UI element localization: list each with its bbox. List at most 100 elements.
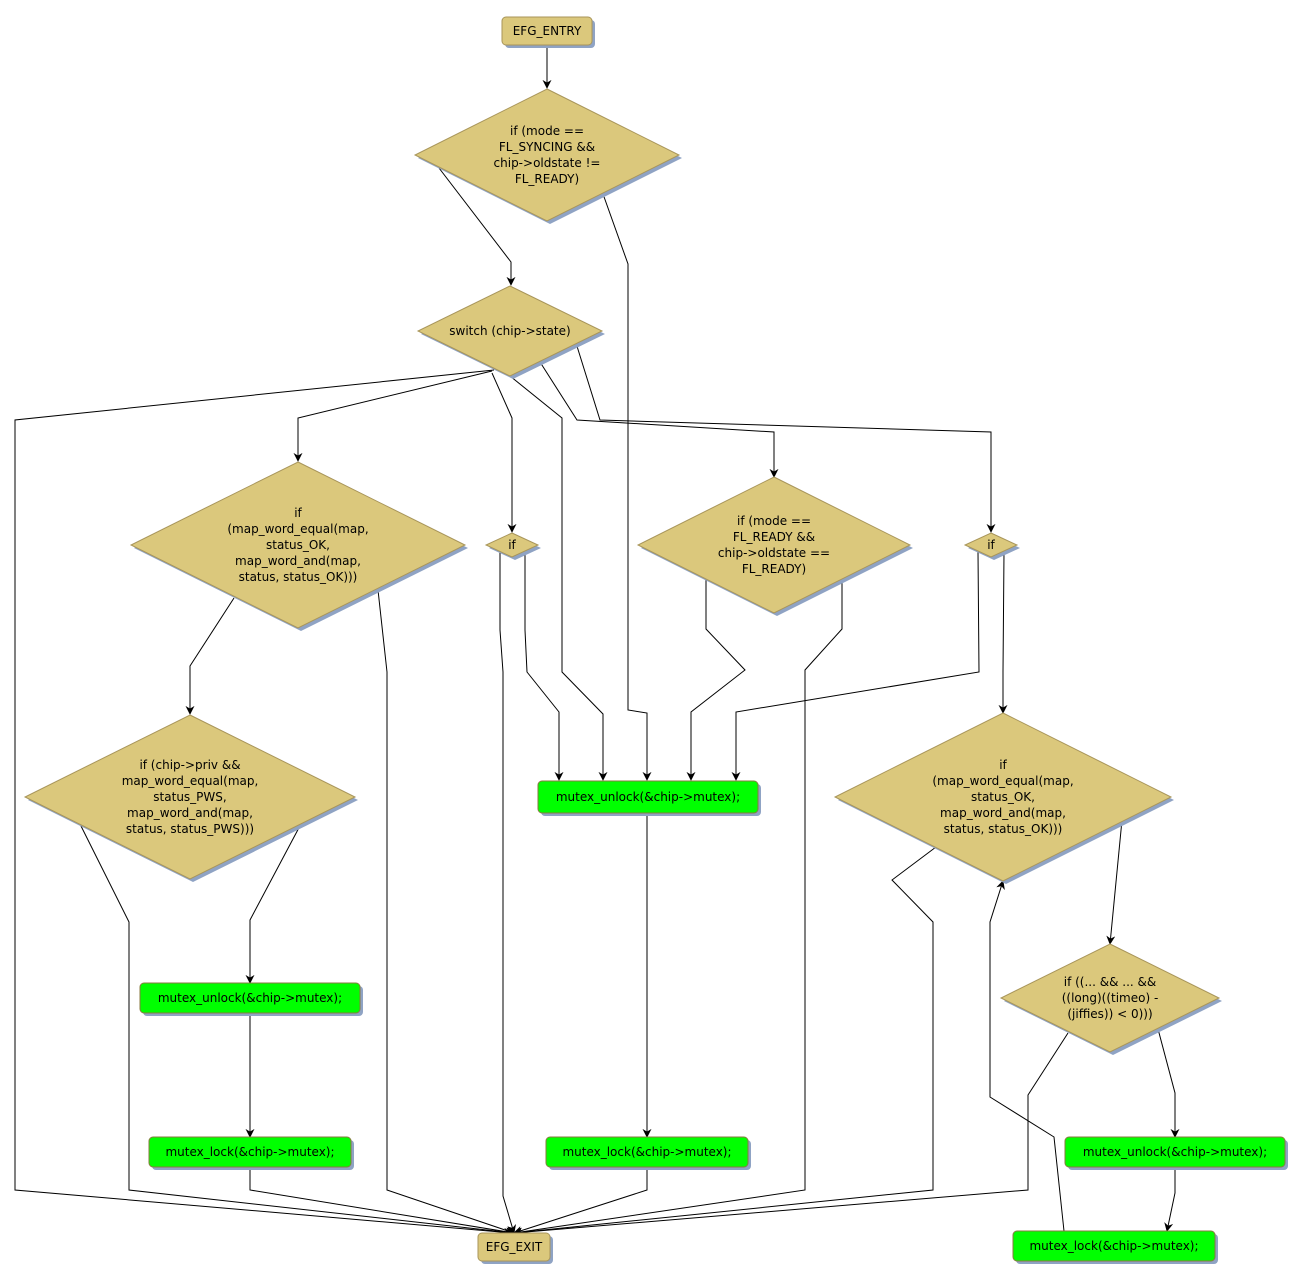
edge-if_ready-to-exit (513, 580, 843, 1237)
action-box[interactable] (1064, 1136, 1286, 1168)
node-label-line: status_OK, (971, 790, 1035, 804)
edge-if_status_ok_right-to-if_timeout (1106, 819, 1123, 945)
edge-lock_center-to-exit (513, 1167, 648, 1235)
decision-diamond[interactable] (129, 461, 467, 629)
edge-if_ready-to-unlock_center (686, 580, 746, 781)
decision-diamond[interactable] (963, 532, 1019, 558)
node-label-line: (map_word_equal(map, (932, 774, 1073, 788)
node-label-line: FL_READY && (733, 530, 815, 544)
node-label-line: map_word_equal(map, (122, 774, 259, 788)
edge-if_pws-to-exit (78, 821, 515, 1237)
node-lock-right[interactable]: mutex_lock(&chip->mutex); (1012, 1230, 1218, 1264)
node-label-line: FL_READY) (515, 172, 579, 186)
edge-if_syncing-to-unlock_center (602, 193, 652, 781)
node-unlock-center[interactable]: mutex_unlock(&chip->mutex); (537, 780, 761, 816)
node-if-pws[interactable]: if (chip->priv && map_word_equal(map,stat… (23, 714, 358, 882)
node-label-line: chip->oldstate == (718, 546, 830, 560)
node-if-small-left[interactable]: if (484, 532, 541, 560)
edge-lock_right-to-if_status_ok_right (989, 880, 1065, 1232)
edge-switch_state-to-exit (14, 369, 513, 1237)
edge-if_small_left-to-unlock_center (524, 552, 564, 781)
node-label-line: status_PWS, (153, 790, 226, 804)
node-label-line: if (987, 538, 995, 552)
node-label-line: if (294, 506, 302, 520)
node-if-syncing[interactable]: if (mode == FL_SYNCING && chip->oldstate !… (413, 88, 682, 224)
action-box[interactable] (1012, 1230, 1216, 1262)
node-label-line: if (999, 758, 1007, 772)
node-if-status-ok-left[interactable]: if (map_word_equal(map, status_OK, map_word… (129, 461, 468, 631)
node-label-line: if ((... && ... && (1064, 975, 1157, 989)
decision-diamond[interactable] (636, 476, 912, 614)
edge-if_status_ok_left-to-exit (377, 589, 515, 1235)
node-label-line: status, status_OK))) (239, 570, 358, 584)
node-unlock-left[interactable]: mutex_unlock(&chip->mutex); (139, 982, 363, 1016)
edge-unlock_right-to-lock_right (1164, 1167, 1176, 1232)
node-label-line: mutex_lock(&chip->mutex); (1029, 1239, 1198, 1253)
edge-if_pws-to-unlock_left (245, 821, 303, 984)
edge-switch_state-to-if_small_left (491, 372, 517, 533)
node-label-line: if (chip->priv && (139, 758, 240, 772)
edge-if_status_ok_left-to-if_pws (185, 597, 235, 715)
node-label-line: EFG_EXIT (486, 1240, 543, 1254)
node-lock-left[interactable]: mutex_lock(&chip->mutex); (148, 1136, 354, 1170)
edge-switch_state-to-unlock_center (509, 375, 608, 781)
edge-if_small_right-to-if_status_ok_right (998, 551, 1008, 714)
edge-switch_state-to-if_small_right (575, 342, 996, 533)
node-label-line: map_word_and(map, (940, 806, 1066, 820)
node-label-line: EFG_ENTRY (513, 24, 582, 38)
node-label-line: (jiffies)) < 0))) (1067, 1007, 1152, 1021)
node-label-line: status, status_PWS))) (126, 822, 254, 836)
node-label-line: mutex_unlock(&chip->mutex); (556, 790, 740, 804)
action-box[interactable] (545, 1136, 749, 1168)
node-label-line: map_word_and(map, (235, 554, 361, 568)
node-label-line: mutex_lock(&chip->mutex); (562, 1145, 731, 1159)
node-switch-state[interactable]: switch (chip->state) (416, 285, 605, 379)
node-if-small-right[interactable]: if (963, 532, 1020, 560)
node-if-status-ok-right[interactable]: if (map_word_equal(map, status_OK, map_word… (833, 712, 1174, 884)
edge-if_timeout-to-unlock_right (1157, 1028, 1180, 1138)
edge-if_status_ok_right-to-exit (513, 846, 937, 1237)
node-label-line: FL_READY) (742, 562, 806, 576)
decision-diamond[interactable] (833, 712, 1173, 882)
node-label-line: chip->oldstate != (494, 156, 601, 170)
action-box[interactable] (537, 780, 759, 814)
node-label-line: map_word_and(map, (127, 806, 253, 820)
decision-diamond[interactable] (484, 532, 540, 558)
node-label-line: mutex_lock(&chip->mutex); (165, 1145, 334, 1159)
node-exit[interactable]: EFG_EXIT (477, 1232, 553, 1264)
action-box[interactable] (139, 982, 361, 1014)
decision-diamond[interactable] (413, 88, 681, 222)
decision-diamond[interactable] (999, 943, 1221, 1053)
terminal-box[interactable] (501, 16, 593, 46)
edge-lock_left-to-exit (249, 1167, 515, 1237)
node-if-ready[interactable]: if (mode == FL_READY && chip->oldstate == F… (636, 476, 913, 616)
node-label-line: if (508, 538, 516, 552)
node-label-line: switch (chip->state) (449, 324, 570, 338)
decision-diamond[interactable] (23, 714, 357, 880)
action-box[interactable] (148, 1136, 352, 1168)
node-label-line: ((long)((timeo) - (1062, 991, 1159, 1005)
node-entry[interactable]: EFG_ENTRY (501, 16, 595, 48)
node-label-line: mutex_unlock(&chip->mutex); (1083, 1145, 1267, 1159)
edge-if_timeout-to-exit (513, 1032, 1069, 1237)
edge-switch_state-to-if_ready (539, 361, 779, 478)
node-lock-center[interactable]: mutex_lock(&chip->mutex); (545, 1136, 751, 1170)
terminal-box[interactable] (477, 1232, 551, 1262)
node-label-line: mutex_unlock(&chip->mutex); (158, 991, 342, 1005)
node-label-line: FL_SYNCING && (499, 140, 595, 154)
edges-layer (14, 45, 1180, 1237)
edge-switch_state-to-if_status_ok_left (293, 370, 493, 462)
node-label-line: if (mode == (737, 514, 811, 528)
node-if-timeout[interactable]: if ((... && ... && ((long)((timeo) - (jiff… (999, 943, 1222, 1055)
node-label-line: (map_word_equal(map, (227, 522, 368, 536)
node-label-line: if (mode == (510, 124, 584, 138)
node-label-line: status_OK, (266, 538, 330, 552)
edge-if_small_right-to-unlock_center (731, 551, 980, 781)
node-unlock-right[interactable]: mutex_unlock(&chip->mutex); (1064, 1136, 1288, 1170)
decision-diamond[interactable] (416, 285, 604, 377)
edge-if_syncing-to-switch_state (438, 167, 516, 286)
node-label-line: status, status_OK))) (944, 822, 1063, 836)
edge-if_small_left-to-exit (499, 552, 517, 1234)
